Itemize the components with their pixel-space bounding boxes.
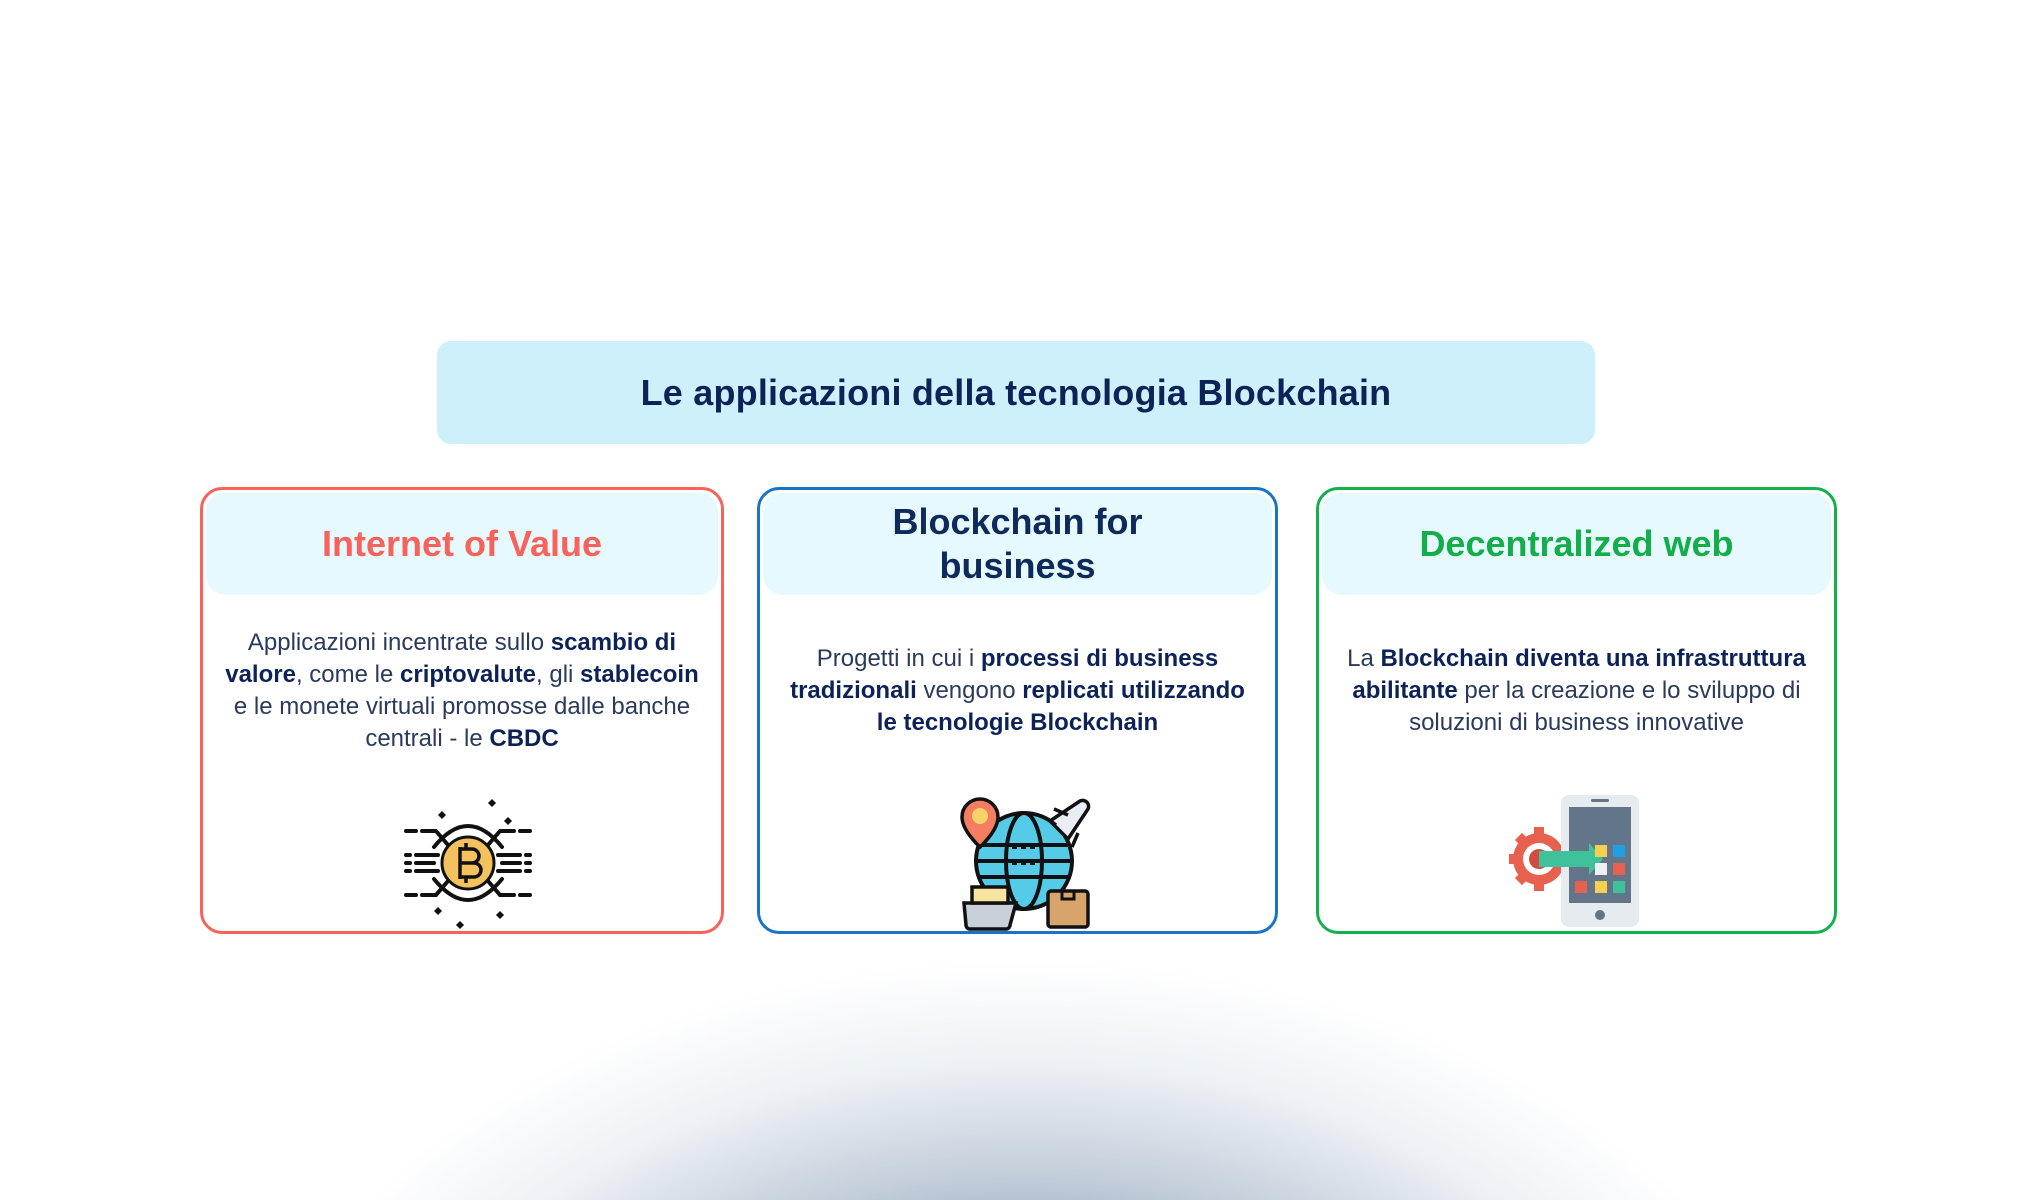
body-text: per la creazione e lo sviluppo di soluzi…: [1409, 677, 1801, 736]
body-text: , gli: [536, 661, 581, 688]
mobile-app-gear-icon: [1509, 795, 1639, 927]
bottom-radial-glow: [220, 960, 1830, 1200]
body-text: Applicazioni incentrate sullo: [247, 629, 551, 656]
card-internet-of-value: Internet of Value Applicazioni incentrat…: [200, 487, 724, 934]
card-title: Decentralized web: [1419, 523, 1734, 564]
body-text: e le monete virtuali promosse dalle banc…: [233, 693, 691, 752]
card-header: Blockchain for business: [763, 493, 1272, 595]
body-text: La: [1347, 645, 1381, 672]
card-description: La Blockchain diventa una infrastruttura…: [1337, 643, 1816, 739]
card-title: Blockchain for business: [892, 501, 1143, 586]
body-text: , come le: [295, 661, 400, 688]
bitcoin-circuit-icon: [404, 799, 532, 929]
emphasis-text: Blockchain diventa una infrastruttura ab…: [1352, 645, 1806, 704]
body-text: vengono: [916, 677, 1023, 704]
card-description: Applicazioni incentrate sullo scambio di…: [221, 627, 703, 755]
emphasis-text: CBDC: [489, 725, 559, 752]
page-title: Le applicazioni della tecnologia Blockch…: [640, 371, 1392, 413]
card-decentralized-web: Decentralized web La Blockchain diventa …: [1316, 487, 1837, 934]
card-blockchain-for-business: Blockchain for business Progetti in cui …: [757, 487, 1278, 934]
globe-logistics-icon: [960, 797, 1091, 931]
card-header: Internet of Value: [206, 493, 718, 595]
title-banner: Le applicazioni della tecnologia Blockch…: [437, 341, 1595, 444]
emphasis-text: replicati utilizzando le tecnologie Bloc…: [876, 677, 1245, 736]
emphasis-text: scambio di valore: [225, 629, 677, 688]
body-text: Progetti in cui i: [816, 645, 981, 672]
card-description: Progetti in cui i processi di business t…: [778, 643, 1257, 739]
card-header: Decentralized web: [1322, 493, 1831, 595]
card-title: Internet of Value: [321, 523, 603, 564]
emphasis-text: criptovalute: [400, 661, 537, 688]
emphasis-text: processi di business tradizionali: [790, 645, 1219, 704]
emphasis-text: stablecoin: [580, 661, 699, 688]
